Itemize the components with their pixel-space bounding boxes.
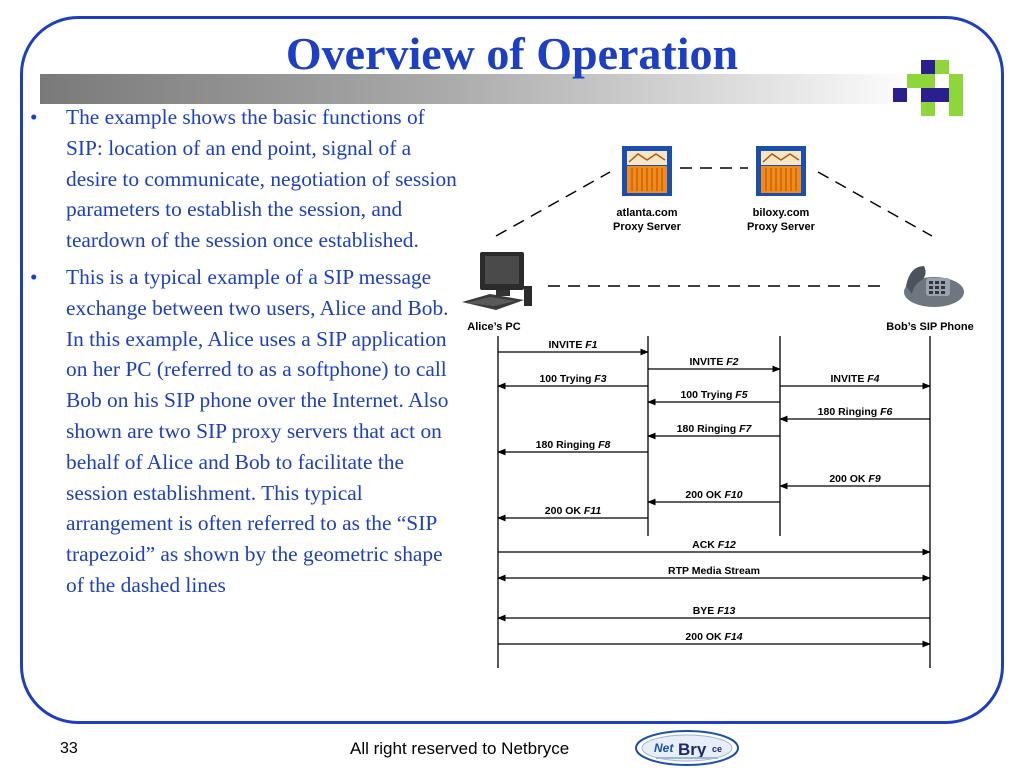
message-label: 180 Ringing F6: [818, 406, 893, 418]
biloxy-label-line1: biloxy.com: [753, 207, 810, 219]
sip-message-4: INVITE F4: [780, 373, 931, 390]
sip-trapezoid-diagram: atlanta.com Proxy Server biloxy.com Prox…: [462, 146, 974, 668]
bullet-symbol: •: [30, 105, 38, 129]
message-code: F2: [726, 356, 738, 368]
message-label: 180 Ringing F7: [677, 423, 753, 435]
message-label: 200 OK F11: [545, 505, 602, 517]
svg-text:Net: Net: [654, 741, 674, 755]
decorative-squares-icon: [893, 60, 963, 116]
message-label: 200 OK F9: [829, 473, 881, 485]
biloxy-server-icon: [756, 146, 806, 196]
message-name: RTP Media Stream: [668, 565, 760, 577]
atlanta-label-line2: Proxy Server: [613, 221, 682, 233]
sip-message-1: INVITE F1: [498, 339, 649, 356]
message-name: 100 Trying: [539, 373, 594, 385]
atlanta-server-icon: [622, 146, 672, 196]
biloxy-label-line2: Proxy Server: [747, 221, 816, 233]
sip-message-12: ACK F12: [498, 539, 931, 556]
bullet-item: • The example shows the basic functions …: [30, 102, 464, 256]
message-code: F1: [585, 339, 597, 351]
message-label: 180 Ringing F8: [536, 439, 611, 451]
message-code: F13: [717, 605, 735, 617]
sip-message-9: 200 OK F9: [779, 473, 930, 490]
message-code: F9: [868, 473, 880, 485]
message-name: 200 OK: [829, 473, 868, 485]
message-name: 180 Ringing: [536, 439, 598, 451]
message-label: 200 OK F10: [685, 489, 742, 501]
atlanta-label-line1: atlanta.com: [616, 207, 677, 219]
bob-label: Bob’s SIP Phone: [886, 321, 973, 333]
message-name: 200 OK: [685, 489, 724, 501]
message-code: F5: [735, 389, 747, 401]
bullet-item: • This is a typical example of a SIP mes…: [30, 262, 464, 601]
sip-message-11: 200 OK F11: [497, 505, 648, 522]
message-code: F8: [598, 439, 610, 451]
sip-message-10: 200 OK F10: [647, 489, 780, 506]
phone-icon: [904, 266, 964, 307]
sip-message-2: INVITE F2: [648, 356, 781, 373]
sip-message-13: RTP Media Stream: [497, 565, 931, 582]
message-name: 100 Trying: [680, 389, 735, 401]
message-label: ACK F12: [692, 539, 736, 551]
message-code: F6: [880, 406, 892, 418]
message-code: F11: [584, 505, 601, 517]
sip-message-14: BYE F13: [497, 605, 930, 622]
svg-text:ce: ce: [712, 744, 722, 754]
message-name: 200 OK: [685, 631, 724, 643]
message-name: INVITE: [830, 373, 867, 385]
sip-message-3: 100 Trying F3: [497, 373, 648, 390]
message-code: F10: [725, 489, 743, 501]
slide-frame: [20, 16, 1004, 724]
svg-text:Bry: Bry: [678, 740, 707, 759]
message-name: 180 Ringing: [818, 406, 880, 418]
message-code: F12: [718, 539, 736, 551]
message-code: F3: [594, 373, 606, 385]
title-underline-bar: [40, 74, 920, 104]
message-label: RTP Media Stream: [668, 565, 760, 577]
message-code: F4: [867, 373, 879, 385]
message-code: F7: [739, 423, 752, 435]
sip-message-6: 180 Ringing F6: [779, 406, 930, 423]
sip-message-8: 180 Ringing F8: [497, 439, 648, 456]
page-number: 33: [60, 740, 78, 757]
message-code: F14: [725, 631, 743, 643]
message-name: INVITE: [548, 339, 585, 351]
message-label: INVITE F1: [548, 339, 597, 351]
footer-copyright: All right reserved to Netbryce: [350, 739, 570, 758]
computer-icon: [462, 252, 532, 310]
message-label: INVITE F2: [689, 356, 738, 368]
bullet-symbol: •: [30, 264, 38, 289]
message-label: 100 Trying F3: [539, 373, 606, 385]
trapezoid-dashed-lines: [495, 167, 933, 287]
sip-message-15: 200 OK F14: [498, 631, 931, 648]
message-name: ACK: [692, 539, 718, 551]
bullet-list: • The example shows the basic functions …: [30, 102, 464, 607]
message-label: INVITE F4: [830, 373, 879, 385]
message-name: 200 OK: [545, 505, 584, 517]
sip-message-7: 180 Ringing F7: [647, 423, 780, 440]
bullet-text: This is a typical example of a SIP messa…: [66, 264, 449, 597]
sip-message-5: 100 Trying F5: [647, 389, 780, 406]
slide-title: Overview of Operation: [285, 28, 739, 79]
netbryce-logo-icon: Net Bry ce: [635, 730, 739, 766]
message-label: 200 OK F14: [685, 631, 742, 643]
message-name: BYE: [693, 605, 718, 617]
alice-label: Alice’s PC: [467, 321, 520, 333]
message-name: 180 Ringing: [677, 423, 739, 435]
message-name: INVITE: [689, 356, 726, 368]
message-label: BYE F13: [693, 605, 736, 617]
bullet-text: The example shows the basic functions of…: [66, 105, 457, 253]
message-label: 100 Trying F5: [680, 389, 747, 401]
